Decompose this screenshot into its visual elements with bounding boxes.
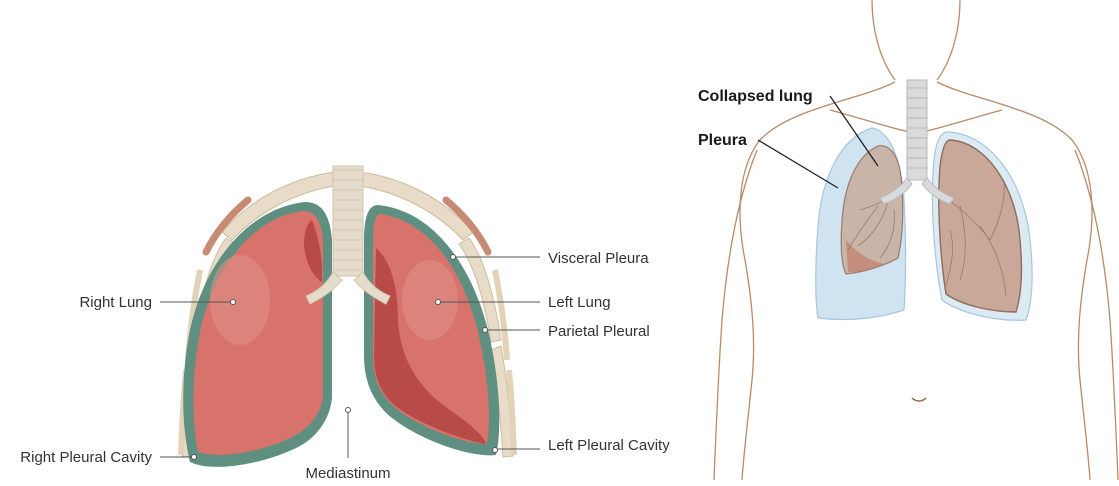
label-left-pleural-cavity: Left Pleural Cavity — [548, 437, 670, 454]
label-collapsed-lung: Collapsed lung — [698, 88, 813, 105]
leader-pleura — [758, 140, 838, 188]
label-left-lung: Left Lung — [548, 294, 611, 311]
label-right-lung: Right Lung — [79, 294, 152, 311]
right-lung-shape — [183, 202, 332, 467]
label-visceral-pleura: Visceral Pleura — [548, 250, 649, 267]
left-diagram: Right Lung Right Pleural Cavity Mediasti… — [20, 166, 670, 482]
right-diagram: Collapsed lung Pleura — [698, 0, 1118, 480]
torso-outline — [714, 0, 1118, 480]
label-right-pleural-cavity: Right Pleural Cavity — [20, 449, 152, 466]
label-parietal-pleural: Parietal Pleural — [548, 323, 650, 340]
label-mediastinum: Mediastinum — [305, 465, 390, 482]
label-pleura: Pleura — [698, 132, 747, 149]
